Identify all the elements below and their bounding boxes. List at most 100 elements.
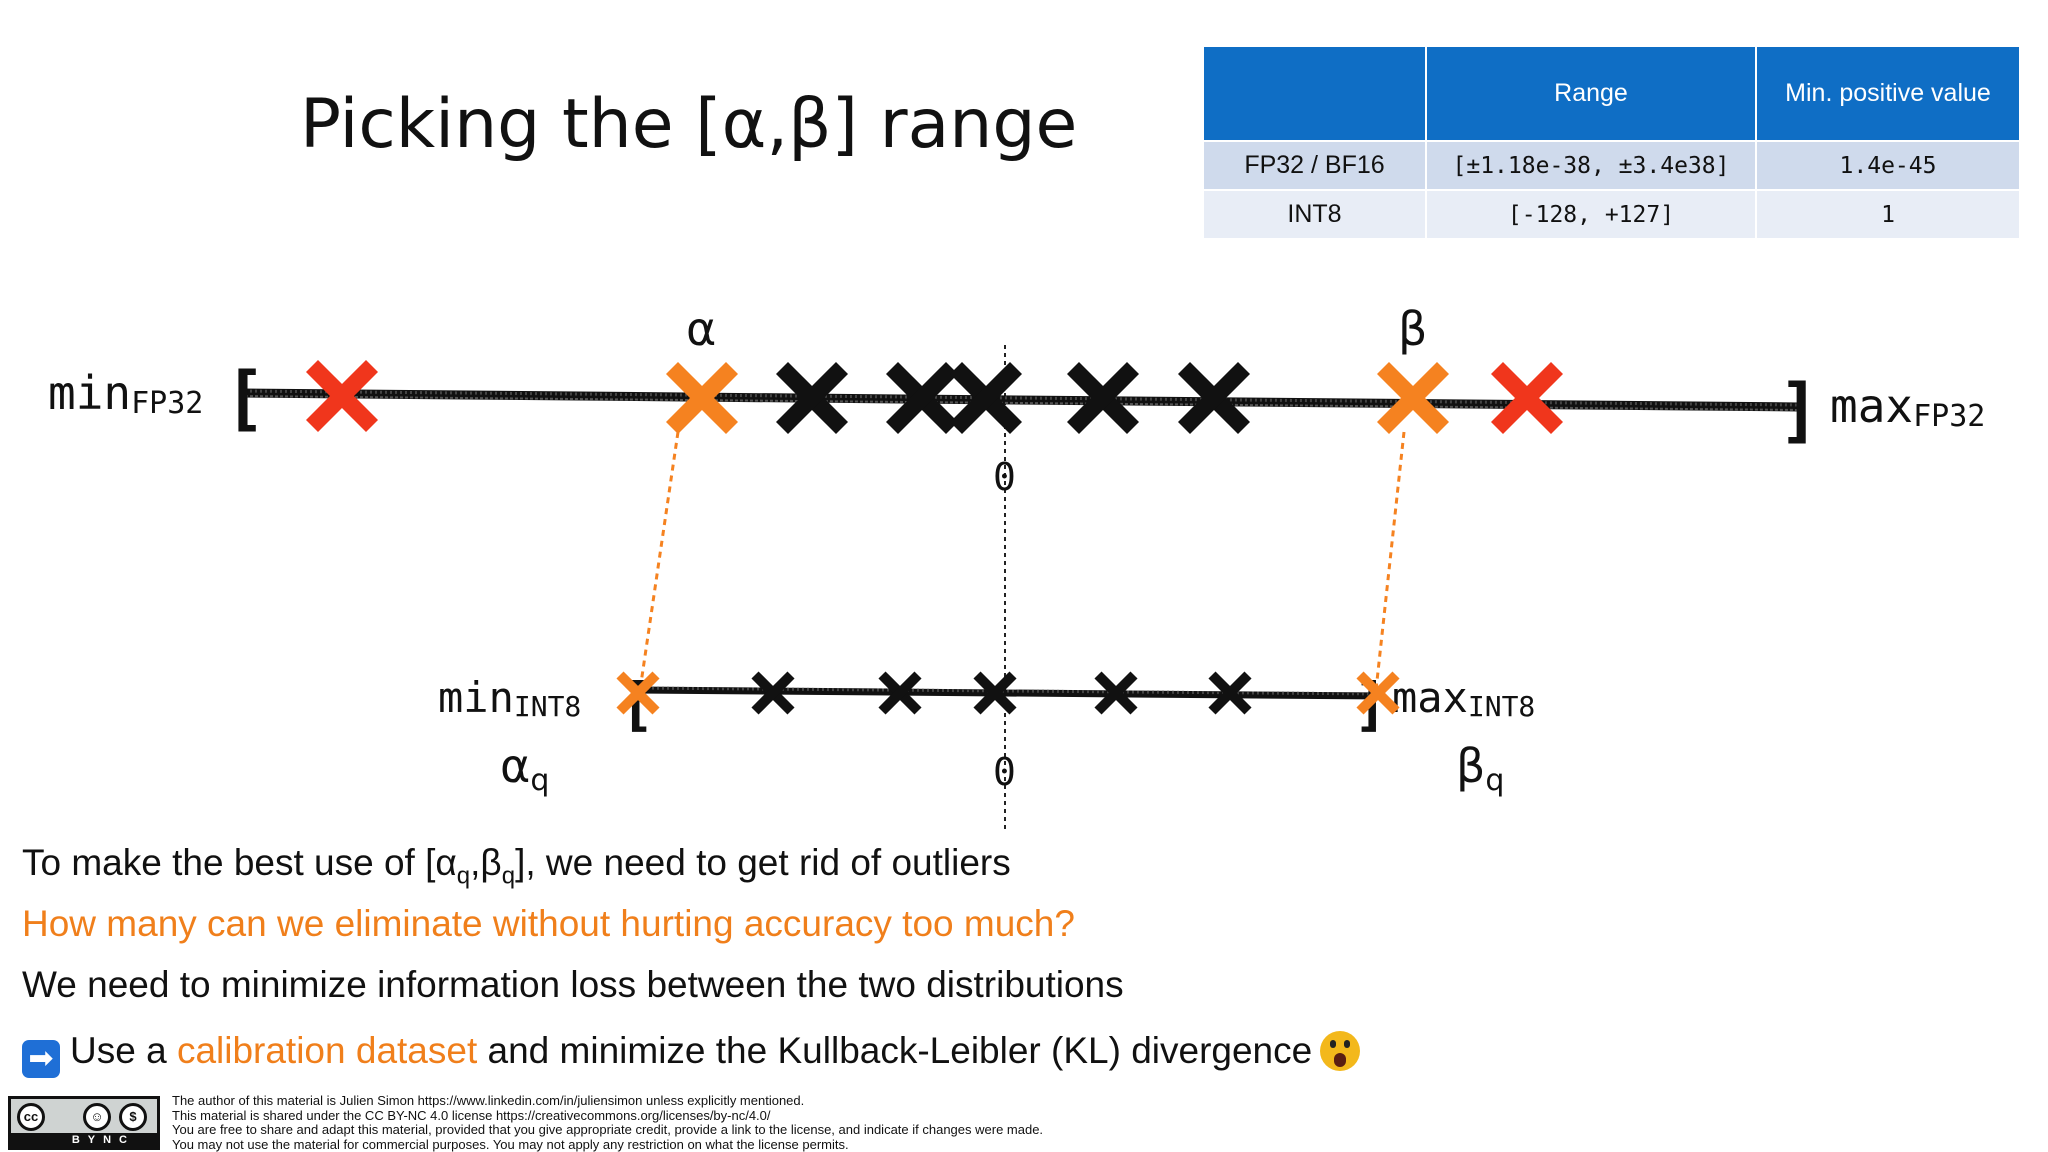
int8-min-text: min bbox=[438, 673, 514, 722]
cc-license-badge[interactable]: cc ☺ $ BYNC bbox=[8, 1096, 160, 1150]
calibration-dataset-highlight: calibration dataset bbox=[176, 1030, 478, 1071]
fp32-axis-line bbox=[239, 388, 1801, 412]
nc-label: NC bbox=[103, 1134, 135, 1146]
marker-stroke bbox=[665, 361, 739, 435]
table-cell-range: [-128, +127] bbox=[1426, 189, 1757, 238]
fp32-open-bracket: [ bbox=[224, 357, 266, 439]
marker-stroke bbox=[1066, 361, 1140, 435]
marker-stroke bbox=[1208, 671, 1252, 715]
screaming-face-icon bbox=[1320, 1031, 1361, 1071]
fp32-outlier-marker bbox=[1490, 361, 1564, 435]
table-row: FP32 / BF16 [±1.18e-38, ±3.4e38] 1.4e-45 bbox=[1204, 140, 2021, 190]
license-badge-labels: BYNC bbox=[11, 1133, 157, 1147]
alpha-mapping-line bbox=[638, 431, 680, 691]
beta-mapping-line bbox=[1374, 431, 1406, 691]
author-link[interactable]: https://www.linkedin.com/in/juliensimon bbox=[417, 1093, 643, 1108]
table-header: Min. positive value bbox=[1756, 47, 2021, 141]
fp32-max-text: max bbox=[1830, 379, 1913, 433]
footer-line-3: You are free to share and adapt this mat… bbox=[172, 1122, 1044, 1137]
bullet-1-text-post: ], we need to get rid of outliers bbox=[515, 842, 1011, 883]
fp32-beta-marker bbox=[1376, 361, 1450, 435]
marker-stroke bbox=[973, 671, 1017, 715]
bullet-4-text-pre: Use a bbox=[70, 1030, 177, 1071]
int8-beta-q-marker bbox=[1356, 671, 1400, 715]
non-commercial-icon: $ bbox=[119, 1103, 147, 1131]
int8-axis-texture bbox=[631, 686, 1386, 696]
beta-q-text: β bbox=[1456, 739, 1485, 793]
table-cell-min-positive: 1 bbox=[1756, 189, 2021, 238]
fp32-outlier-marker bbox=[305, 359, 379, 433]
marker-stroke bbox=[616, 671, 660, 715]
license-link[interactable]: https://creativecommons.org/licenses/by-… bbox=[495, 1107, 771, 1123]
footer-line-1: The author of this material is Julien Si… bbox=[172, 1093, 1043, 1109]
table-cell-format: FP32 / BF16 bbox=[1204, 140, 1427, 190]
int8-value-marker bbox=[1208, 671, 1252, 715]
bullet-line-1: To make the best use of [αq,βq], we need… bbox=[22, 842, 1011, 890]
bullet-1-text-pre: To make the best use of [α bbox=[22, 842, 457, 883]
marker-stroke bbox=[1356, 671, 1400, 715]
license-footer: The author of this material is Julien Si… bbox=[172, 1093, 1044, 1152]
format-range-table: Range Min. positive value FP32 / BF16 [±… bbox=[1204, 47, 2021, 238]
zero-label-bottom: 0 bbox=[993, 750, 1016, 794]
alpha-q-text: α bbox=[500, 739, 530, 793]
table-header bbox=[1204, 47, 1427, 141]
zero-label-top: 0 bbox=[993, 455, 1016, 499]
fp32-value-marker bbox=[885, 361, 959, 435]
fp32-max-subscript: FP32 bbox=[1913, 399, 1985, 434]
bullet-4-text-post: and minimize the Kullback-Leibler (KL) d… bbox=[477, 1030, 1313, 1071]
bullet-line-2: How many can we eliminate without hurtin… bbox=[22, 903, 1075, 944]
right-arrow-icon: ➡ bbox=[22, 1040, 60, 1078]
beta-q-subscript: q bbox=[1485, 763, 1504, 798]
int8-min-subscript: INT8 bbox=[514, 690, 581, 723]
bullet-1-sub-alpha: q bbox=[456, 862, 471, 890]
table-header: Range bbox=[1426, 47, 1757, 141]
footer-line-4: You may not use the material for commerc… bbox=[172, 1136, 849, 1152]
fp32-value-marker bbox=[775, 361, 849, 435]
int8-axis-line bbox=[631, 686, 1386, 700]
int8-value-marker bbox=[751, 671, 795, 715]
slide-title: Picking the [α,β] range bbox=[300, 85, 1078, 164]
bullet-1-text-mid: ,β bbox=[470, 842, 502, 883]
int8-max-subscript: INT8 bbox=[1468, 690, 1535, 723]
marker-stroke bbox=[949, 361, 1023, 435]
fp32-max-label: maxFP32 bbox=[1830, 379, 1985, 434]
marker-stroke bbox=[1094, 671, 1138, 715]
beta-label: β bbox=[1398, 302, 1427, 356]
footer-line-1-text: The author of this material is Julien Si… bbox=[172, 1093, 418, 1108]
table-cell-range: [±1.18e-38, ±3.4e38] bbox=[1426, 140, 1757, 190]
marker-stroke bbox=[1490, 361, 1564, 435]
int8-value-marker bbox=[878, 671, 922, 715]
fp32-alpha-marker bbox=[665, 361, 739, 435]
footer-line-2-text: This material is shared under the CC BY-… bbox=[172, 1107, 496, 1123]
by-label: BY bbox=[71, 1134, 104, 1146]
fp32-min-text: min bbox=[48, 366, 131, 420]
int8-value-marker bbox=[973, 671, 1017, 715]
cc-icon: cc bbox=[17, 1103, 45, 1131]
marker-stroke bbox=[1376, 361, 1450, 435]
alpha-q-subscript: q bbox=[530, 763, 549, 798]
marker-stroke bbox=[305, 359, 379, 433]
table-row: INT8 [-128, +127] 1 bbox=[1204, 189, 2021, 238]
fp32-min-subscript: FP32 bbox=[131, 386, 203, 421]
footer-line-2: This material is shared under the CC BY-… bbox=[172, 1107, 1043, 1124]
int8-alpha-q-marker bbox=[616, 671, 660, 715]
fp32-close-bracket: ] bbox=[1778, 369, 1820, 451]
bullet-1-sub-beta: q bbox=[501, 862, 516, 890]
table-header-row: Range Min. positive value bbox=[1204, 47, 2021, 141]
marker-stroke bbox=[885, 361, 959, 435]
bullet-line-3: We need to minimize information loss bet… bbox=[22, 964, 1124, 1005]
marker-stroke bbox=[751, 671, 795, 715]
int8-value-marker bbox=[1094, 671, 1138, 715]
fp32-value-marker bbox=[949, 361, 1023, 435]
bullet-line-4: ➡ Use a calibration dataset and minimize … bbox=[22, 1030, 1361, 1078]
int8-max-text: max bbox=[1392, 673, 1468, 722]
table-cell-min-positive: 1.4e-45 bbox=[1756, 140, 2021, 190]
fp32-value-marker bbox=[1177, 361, 1251, 435]
table-cell-format: INT8 bbox=[1204, 189, 1427, 238]
attribution-icon: ☺ bbox=[83, 1103, 111, 1131]
marker-stroke bbox=[775, 361, 849, 435]
footer-line-1-post: unless explicitly mentioned. bbox=[642, 1093, 805, 1108]
alpha-label: α bbox=[686, 302, 716, 356]
alpha-q-label: αq bbox=[500, 739, 549, 798]
